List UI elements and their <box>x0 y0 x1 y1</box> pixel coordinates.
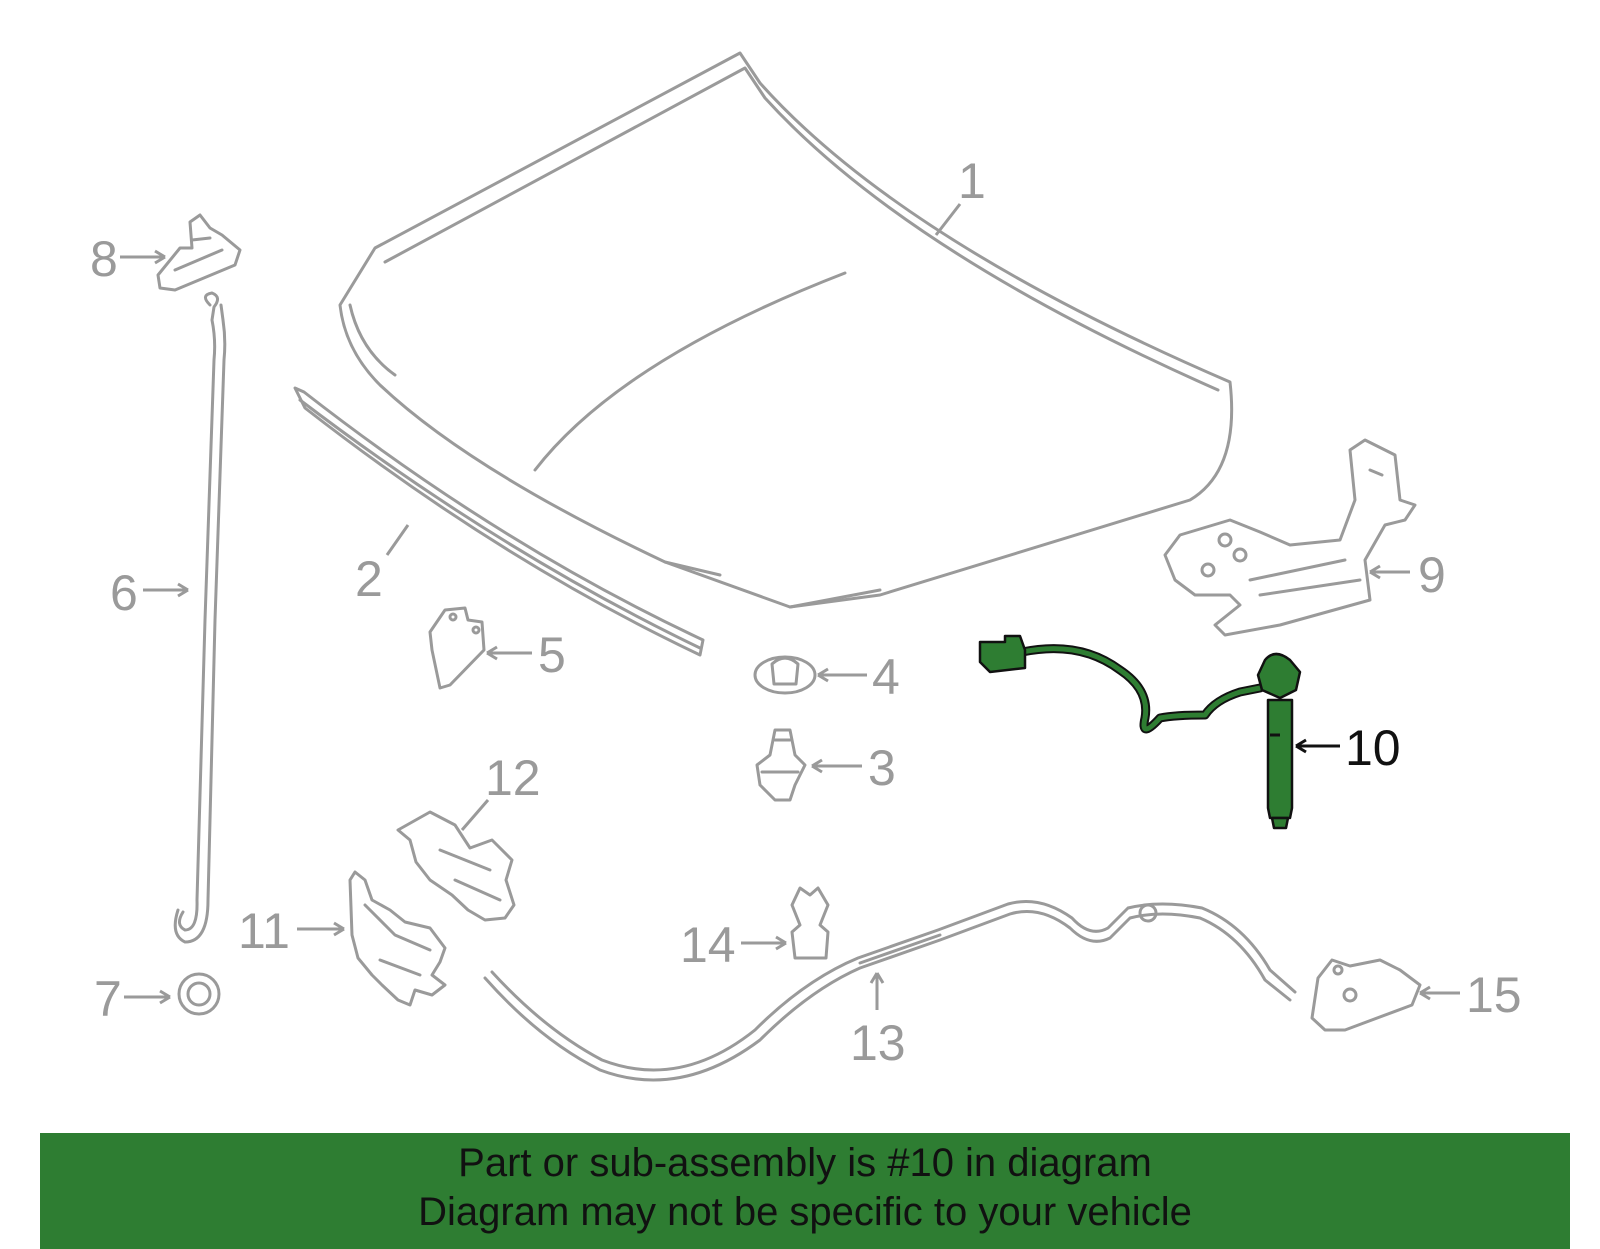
callout-3: 3 <box>868 740 896 796</box>
parts-diagram: 1 2 3 4 5 6 7 8 9 10 11 12 13 14 15 <box>90 51 1522 1082</box>
hinge-9 <box>1163 438 1417 637</box>
callout-15: 15 <box>1466 967 1522 1023</box>
banner-line-1: Part or sub-assembly is #10 in diagram <box>458 1141 1152 1185</box>
prop-rod-6 <box>173 291 227 944</box>
callout-8: 8 <box>90 231 118 287</box>
latch-11 <box>348 870 447 1007</box>
callout-5: 5 <box>538 627 566 683</box>
bracket-12 <box>396 810 516 922</box>
callout-9: 9 <box>1418 547 1446 603</box>
clip-3 <box>755 728 807 802</box>
leader-lines <box>120 203 1460 1010</box>
callout-13: 13 <box>850 1015 906 1071</box>
callout-1: 1 <box>958 153 986 209</box>
banner-line-2: Diagram may not be specific to your vehi… <box>418 1190 1192 1234</box>
release-cable-13 <box>483 900 1297 1082</box>
callout-7: 7 <box>94 971 122 1027</box>
callout-14: 14 <box>680 917 736 973</box>
grommet-7 <box>177 972 221 1016</box>
hood-seal <box>293 386 705 657</box>
holder-8 <box>156 213 242 292</box>
hood-switch-sensor-10 <box>978 634 1302 830</box>
callout-12: 12 <box>485 750 541 806</box>
handle-15 <box>1310 958 1422 1032</box>
hood-panel <box>338 51 1234 609</box>
callout-6: 6 <box>110 565 138 621</box>
bracket-5 <box>428 606 486 690</box>
info-banner: Part or sub-assembly is #10 in diagram D… <box>40 1133 1570 1249</box>
callout-10: 10 <box>1345 720 1401 776</box>
clip-14 <box>790 886 830 960</box>
grommet-4 <box>753 655 817 695</box>
callout-11: 11 <box>238 903 290 959</box>
callout-4: 4 <box>872 649 900 705</box>
callout-2: 2 <box>355 551 383 607</box>
